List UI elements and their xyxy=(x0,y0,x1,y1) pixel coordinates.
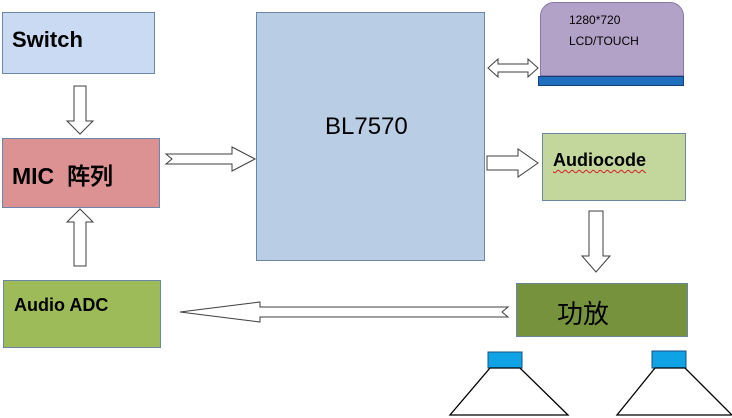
audio-adc-box: Audio ADC xyxy=(3,280,161,348)
audio-adc-label: Audio ADC xyxy=(14,295,109,315)
arrow-codec-to-amp xyxy=(580,210,612,273)
soc-label: BL7570 xyxy=(325,113,408,140)
switch-label: Switch xyxy=(12,27,83,52)
speaker-right-icon xyxy=(615,350,732,416)
audiocode-label: Audiocode xyxy=(553,150,646,170)
display-base xyxy=(538,76,684,86)
speaker-left-magnet xyxy=(487,351,523,369)
mic-array-box: MIC 阵列 xyxy=(2,138,160,208)
audiocode-box: Audiocode xyxy=(542,133,686,201)
arrow-adc-to-mic xyxy=(65,208,95,267)
speaker-left-cone xyxy=(448,367,570,416)
display-box: 1280*720 LCD/TOUCH xyxy=(540,2,684,76)
amplifier-label: 功放 xyxy=(557,300,610,330)
arrow-amp-to-adc xyxy=(179,301,510,323)
speaker-left-icon xyxy=(448,351,570,416)
soc-box: BL7570 xyxy=(256,12,485,261)
arrow-mic-to-soc xyxy=(164,146,257,172)
mic-array-label: MIC 阵列 xyxy=(12,163,113,189)
amplifier-box: 功放 xyxy=(516,283,688,337)
switch-box: Switch xyxy=(2,12,155,74)
speaker-right-cone xyxy=(615,367,732,416)
speaker-right-magnet xyxy=(651,350,687,369)
arrow-switch-to-mic xyxy=(65,85,95,135)
arrow-soc-to-codec xyxy=(486,148,539,178)
arrow-soc-display xyxy=(487,57,539,79)
display-resolution-label: 1280*720 xyxy=(569,13,621,27)
display-type-label: LCD/TOUCH xyxy=(569,34,639,48)
